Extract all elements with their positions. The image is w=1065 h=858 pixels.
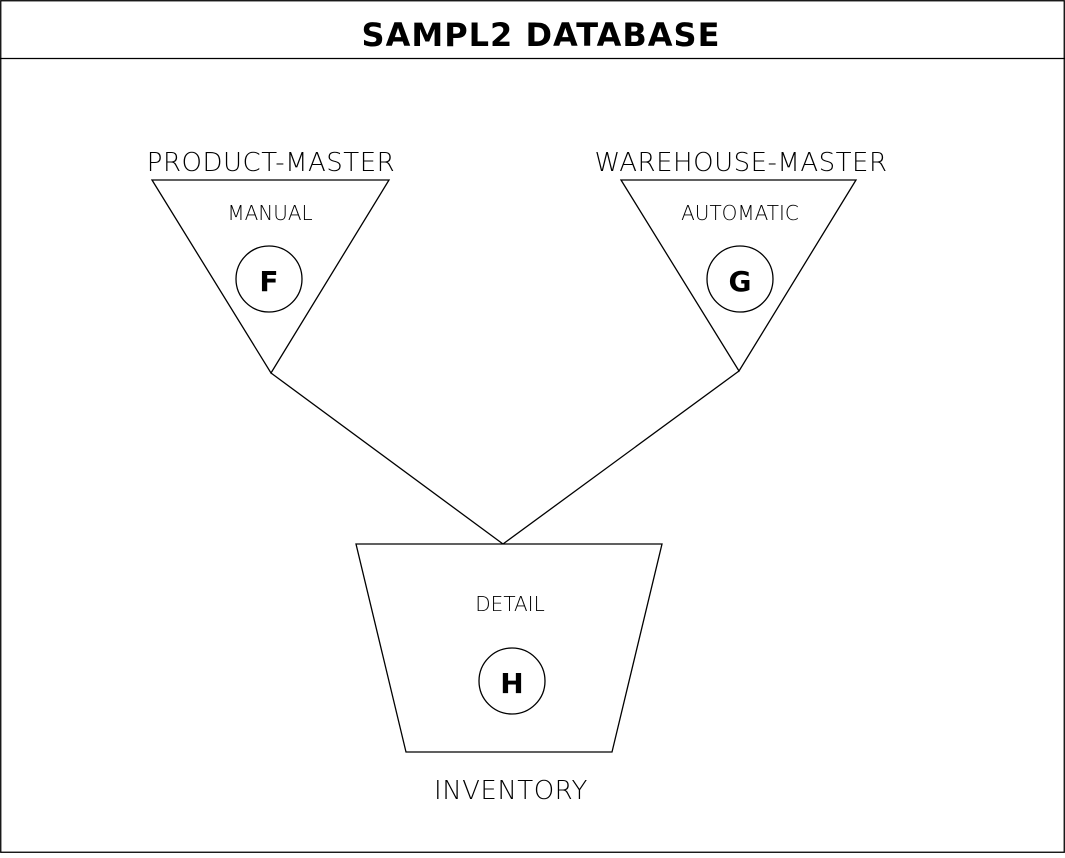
product-master-dataset: PRODUCT-MASTER MANUAL F bbox=[147, 148, 395, 375]
inventory-trapezoid bbox=[355, 543, 663, 753]
warehouse-master-triangle bbox=[619, 179, 858, 373]
product-master-triangle bbox=[150, 179, 391, 375]
inventory-label: INVENTORY bbox=[434, 776, 588, 806]
product-master-letter: F bbox=[259, 265, 278, 298]
product-master-type: MANUAL bbox=[227, 201, 312, 225]
warehouse-master-label: WAREHOUSE-MASTER bbox=[594, 148, 887, 178]
inventory-circle bbox=[478, 647, 546, 715]
path-line-warehouse-to-inventory bbox=[502, 370, 740, 545]
warehouse-master-letter: G bbox=[729, 265, 752, 298]
product-master-circle bbox=[235, 245, 303, 313]
warehouse-master-circle bbox=[706, 245, 774, 313]
inventory-dataset: DETAIL H INVENTORY bbox=[355, 543, 663, 806]
path-line-product-to-inventory bbox=[270, 372, 504, 545]
inventory-letter: H bbox=[500, 667, 523, 700]
product-master-label: PRODUCT-MASTER bbox=[147, 148, 395, 178]
inventory-type: DETAIL bbox=[475, 592, 544, 616]
diagram-title: SAMPL2 DATABASE bbox=[362, 16, 721, 54]
warehouse-master-dataset: WAREHOUSE-MASTER AUTOMATIC G bbox=[594, 148, 887, 373]
warehouse-master-type: AUTOMATIC bbox=[681, 201, 799, 225]
